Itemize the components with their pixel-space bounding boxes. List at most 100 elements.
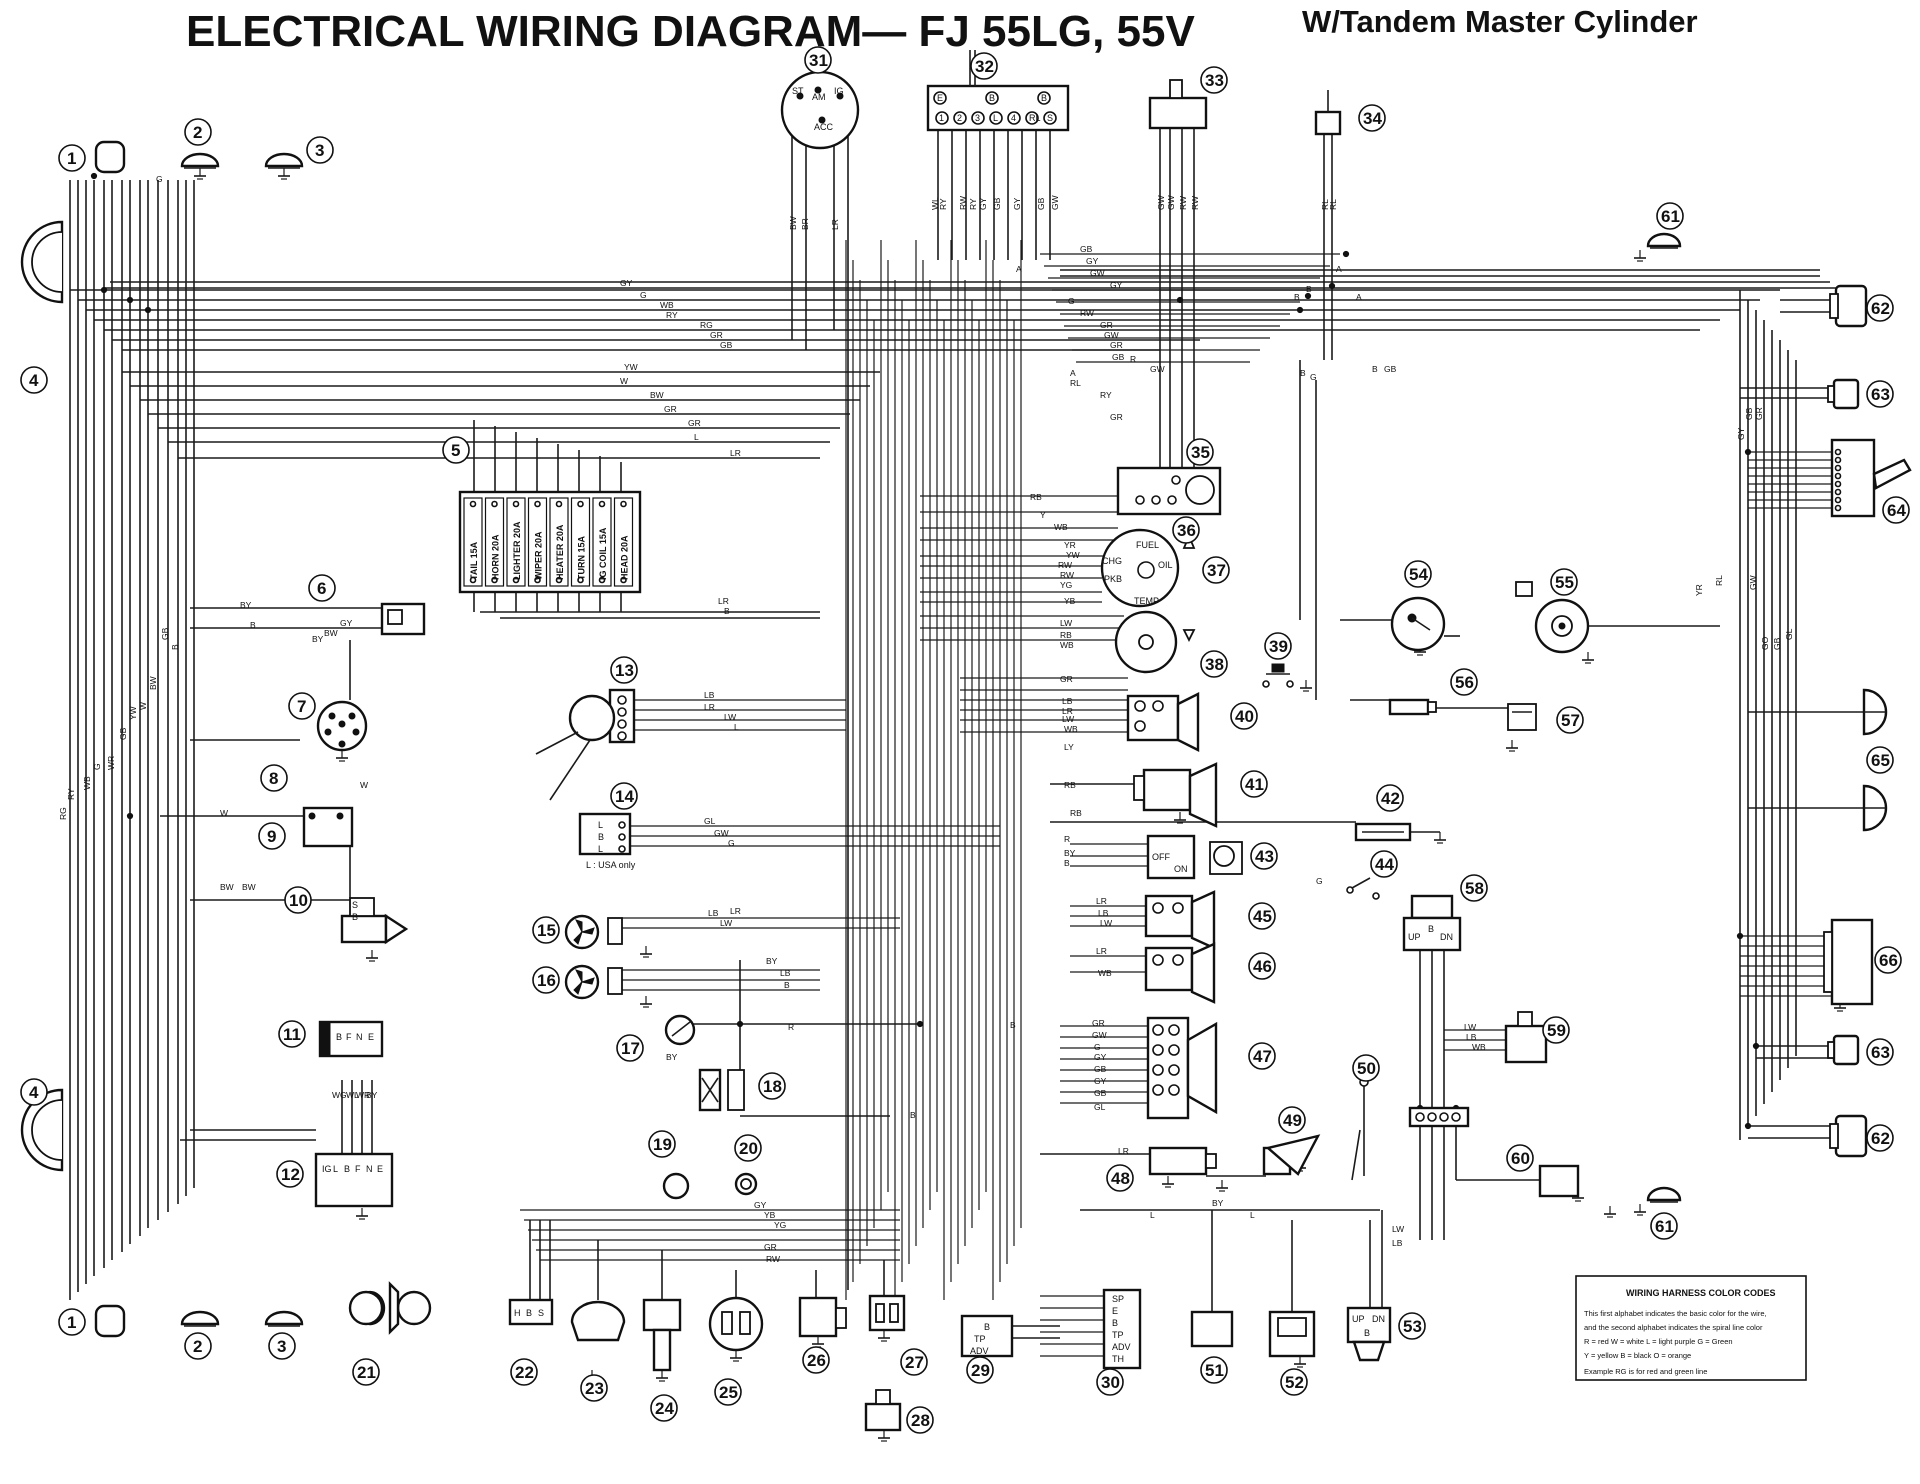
fan-16 bbox=[564, 964, 623, 1000]
wl-g59-1: LB bbox=[1466, 1032, 1477, 1042]
wl-g16-0: BY bbox=[766, 956, 778, 966]
lamp-61-top bbox=[1646, 232, 1682, 249]
component-51 bbox=[1190, 1310, 1234, 1348]
sw53-dn: DN bbox=[1372, 1314, 1385, 1324]
component-7 bbox=[316, 700, 368, 752]
wl-vertical_31-0: BW bbox=[788, 216, 798, 230]
ign-am: AM bbox=[812, 92, 826, 102]
wl-right_bus-9: GB bbox=[1112, 352, 1125, 362]
wl-misc-13: B bbox=[1010, 1020, 1016, 1030]
headlamp-top bbox=[20, 220, 64, 304]
c30-5: TH bbox=[1112, 1354, 1124, 1364]
c11-b: B bbox=[336, 1032, 342, 1042]
num-2-0: 2 bbox=[193, 123, 202, 142]
gauge-66 bbox=[1823, 918, 1874, 1006]
sw43-on: ON bbox=[1174, 864, 1188, 874]
wl-g40-3: LW bbox=[1062, 714, 1074, 724]
num-8-0: 8 bbox=[269, 769, 278, 788]
wl-vertical_33-3: RW bbox=[1190, 196, 1200, 210]
fuse-3: WIPER 20A bbox=[534, 531, 544, 580]
legend-title: WIRING HARNESS COLOR CODES bbox=[1626, 1288, 1776, 1298]
num-64-0: 64 bbox=[1887, 501, 1906, 520]
num-32-0: 32 bbox=[975, 57, 994, 76]
num-11-0: 11 bbox=[283, 1025, 301, 1044]
num-37-0: 37 bbox=[1207, 561, 1226, 580]
wl-right_bus-8: GR bbox=[1110, 340, 1123, 350]
wl-mid_bus-0: YW bbox=[624, 362, 638, 372]
wl-top_bus-2: WB bbox=[660, 300, 674, 310]
c32-bot-3: L bbox=[993, 113, 998, 123]
switch-14: LBL L : USA only bbox=[578, 812, 636, 870]
num-12-0: 12 bbox=[281, 1165, 300, 1184]
c32-top-1: B bbox=[989, 93, 995, 103]
wl-misc-27: B bbox=[1300, 368, 1306, 378]
wl-misc-30: GY bbox=[340, 618, 353, 628]
wl-vertical_32-8: GW bbox=[1050, 195, 1060, 210]
num-62-0: 62 bbox=[1871, 299, 1890, 318]
wl-bottom_bus-8: LW bbox=[1392, 1224, 1404, 1234]
num-26-0: 26 bbox=[807, 1351, 826, 1370]
wl-bottom_bus-3: GR bbox=[764, 1242, 777, 1252]
wl-vertical_32-7: GB bbox=[1036, 197, 1046, 210]
wl-misc-12: BY bbox=[666, 1052, 678, 1062]
num-17-0: 17 bbox=[621, 1039, 640, 1058]
wl-right_vertical-4: RL bbox=[1714, 575, 1724, 586]
num-45-0: 45 bbox=[1253, 907, 1272, 926]
g36-chg: CHG bbox=[1102, 556, 1122, 566]
switch-13 bbox=[535, 688, 636, 801]
ign-ig: IG bbox=[834, 86, 844, 96]
connector-block bbox=[1408, 1106, 1470, 1128]
wl-misc-37: BY bbox=[366, 1090, 378, 1100]
num-63-1: 63 bbox=[1871, 1043, 1890, 1062]
wl-right_bus-2: GW bbox=[1090, 268, 1105, 278]
wl-misc-16: A bbox=[1336, 264, 1342, 274]
num-14-0: 14 bbox=[615, 787, 634, 806]
wl-mid_bus-4: GR bbox=[688, 418, 701, 428]
sw58-dn: DN bbox=[1440, 932, 1453, 942]
num-39-0: 39 bbox=[1269, 637, 1288, 656]
lamp-3-bottom bbox=[264, 1310, 304, 1327]
wl-g36-10: RB bbox=[1060, 630, 1072, 640]
wl-top_bus-6: GB bbox=[720, 340, 733, 350]
wl-misc-26: G bbox=[1310, 372, 1317, 382]
wl-g40-4: WB bbox=[1064, 724, 1078, 734]
starter-10: S B bbox=[340, 897, 409, 945]
wl-sw13-0: LB bbox=[704, 690, 715, 700]
lamp-65-b bbox=[1862, 784, 1888, 832]
wl-bottom_bus-5: BY bbox=[1212, 1198, 1224, 1208]
wl-right_vertical-2: GR bbox=[1754, 407, 1764, 420]
wl-misc-7: RB bbox=[1070, 808, 1082, 818]
lamp-1-top bbox=[94, 140, 126, 174]
num-54-0: 54 bbox=[1409, 565, 1428, 584]
wl-right_bus-3: GY bbox=[1110, 280, 1123, 290]
antenna-50 bbox=[1351, 1077, 1369, 1181]
switch-39 bbox=[1262, 663, 1294, 688]
wl-right_vertical-1: GB bbox=[1744, 407, 1754, 420]
wl-misc-19: A bbox=[1356, 292, 1362, 302]
wl-misc-6: LR bbox=[730, 906, 741, 916]
wl-sw13-2: LW bbox=[724, 712, 736, 722]
wl-vertical_31-1: BR bbox=[800, 218, 810, 230]
wl-misc-18: B bbox=[1294, 292, 1300, 302]
fuse-42 bbox=[1354, 822, 1412, 842]
wl-right_bus-0: GB bbox=[1080, 244, 1093, 254]
wl-vertical_32-3: RY bbox=[968, 198, 978, 210]
gauge-38 bbox=[1114, 610, 1196, 674]
wl-mid_bus-3: GR bbox=[664, 404, 677, 414]
lamp-3-top bbox=[264, 152, 304, 169]
c29-tp: TP bbox=[974, 1334, 986, 1344]
num-13-0: 13 bbox=[615, 661, 634, 680]
connector-11: B F N E bbox=[318, 1020, 384, 1058]
g36-pkb: PKB bbox=[1104, 574, 1122, 584]
wl-vertical_31-2: LR bbox=[830, 219, 840, 230]
wl-misc-0: G bbox=[156, 174, 163, 184]
wl-right_vertical-0: GY bbox=[1736, 427, 1746, 440]
component-59 bbox=[1504, 1011, 1548, 1064]
num-44-0: 44 bbox=[1375, 855, 1394, 874]
num-42-0: 42 bbox=[1381, 789, 1400, 808]
sw14-pin-0: L bbox=[598, 820, 603, 830]
num-7-0: 7 bbox=[297, 697, 306, 716]
